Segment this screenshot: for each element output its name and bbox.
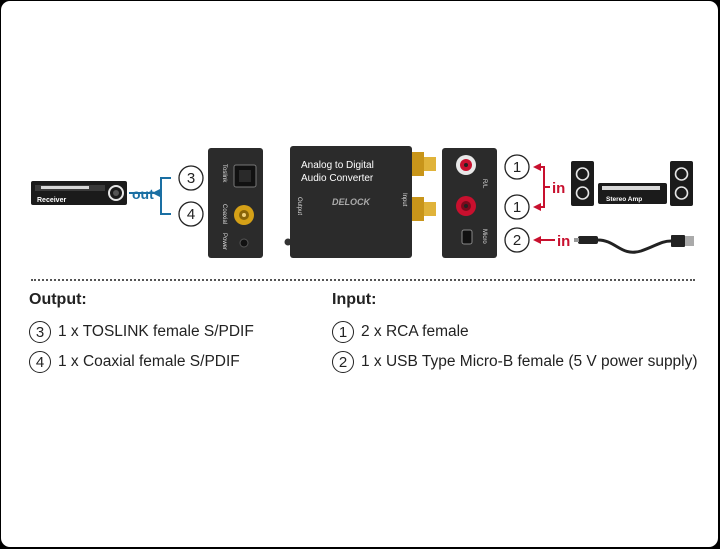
svg-text:2: 2 [513,232,521,249]
port-rl-label: R/L [481,179,487,189]
port-power-label: Power [221,233,227,250]
converter-body: Analog to Digital Audio Converter DELOCK… [284,146,412,258]
input-item-usb: 2 1 x USB Type Micro-B female (5 V power… [332,351,698,373]
item-text: 1 x TOSLINK female S/PDIF [58,323,254,340]
usb-cable [574,235,694,254]
rca-plugs [412,152,436,221]
port-coaxial-label: Coaxial [221,204,227,224]
output-panel: Toslink Coaxial Power [208,148,263,258]
port-micro-label: Micro [481,229,487,244]
section-divider [31,279,695,281]
in-label-top: in [552,180,565,197]
receiver-label: Receiver [37,197,66,204]
output-item-toslink: 3 1 x TOSLINK female S/PDIF [29,321,254,343]
callout-2: 2 [504,227,530,253]
port-output-label: Output [296,197,302,215]
in-label-bottom: in [557,233,570,250]
item-text: 1 x Coaxial female S/PDIF [58,353,240,370]
item-text: 2 x RCA female [361,323,469,340]
callout-3: 3 [178,165,204,191]
item-number: 1 [332,321,354,343]
stereo-amp-label: Stereo Amp [606,196,642,203]
callout-1-bottom: 1 [504,194,530,220]
in-bracket [536,166,545,208]
stereo-amp-device: Stereo Amp [571,161,693,206]
output-title: Output: [29,291,87,308]
callout-4: 4 [178,201,204,227]
item-number: 2 [332,351,354,373]
svg-text:3: 3 [187,170,195,187]
item-number: 3 [29,321,51,343]
output-item-coaxial: 4 1 x Coaxial female S/PDIF [29,351,240,373]
connection-diagram: Receiver out 3 4 Toslink Coaxial Power A… [31,146,694,258]
svg-text:1: 1 [513,199,521,216]
svg-text:4: 4 [187,206,195,223]
converter-title-line2: Audio Converter [301,173,374,184]
svg-text:1: 1 [513,159,521,176]
converter-brand-logo: DELOCK [332,197,372,207]
item-text: 1 x USB Type Micro-B female (5 V power s… [361,353,698,370]
callout-1-top: 1 [504,154,530,180]
input-title: Input: [332,291,377,308]
out-label: out [132,186,154,202]
receiver-device: Receiver [31,181,127,205]
out-bracket [160,177,171,215]
port-toslink-label: Toslink [221,164,227,183]
input-item-rca: 1 2 x RCA female [332,321,469,343]
item-number: 4 [29,351,51,373]
input-panel: R/L Micro [442,148,497,258]
port-input-label: Input [401,193,407,207]
converter-title-line1: Analog to Digital [301,160,374,171]
